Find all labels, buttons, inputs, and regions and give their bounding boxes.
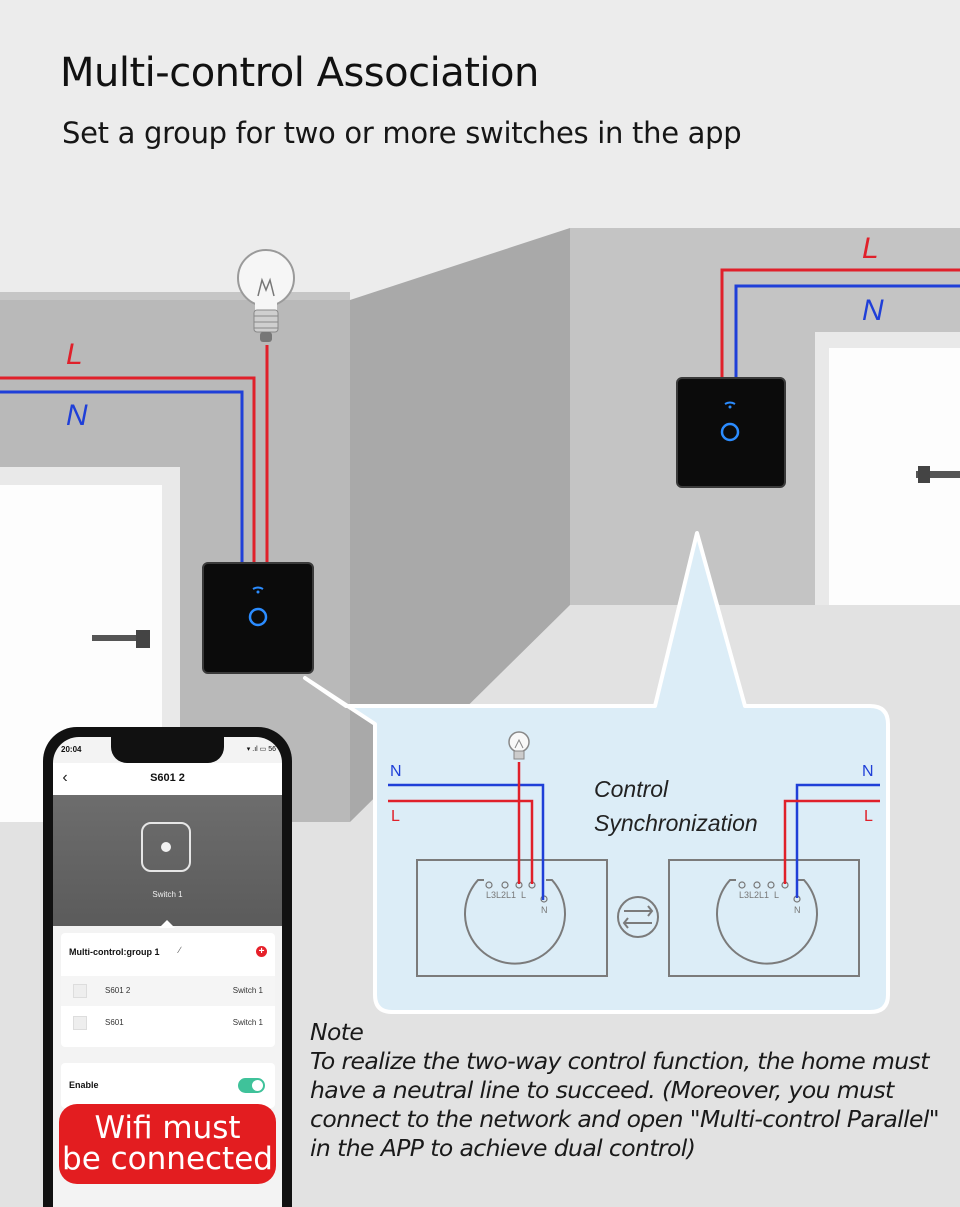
right-terminal-n: N [794,905,801,915]
add-member-button[interactable]: + [256,946,267,957]
right-live-label: L [862,232,879,265]
switch-tile-button[interactable] [141,822,191,872]
device-panel: Switch 1 [53,795,282,926]
member-device-name: S601 [105,1018,124,1027]
status-icons: ▾ .ıl ▭ 56 [246,746,276,753]
enable-card: Enable [61,1063,275,1108]
right-neutral-label: N [862,294,884,327]
sync-callout [303,531,890,1014]
member-switch-name: Switch 1 [232,986,263,995]
left-terminal-labels: L3L2L1 L [486,890,527,900]
phone-notch [111,737,224,763]
right-module-diagram [668,859,860,977]
note-block: Note To realize the two-way control func… [310,1018,950,1163]
right-door [815,332,960,605]
corridor-wall [350,228,570,822]
left-wiring [0,345,269,565]
multi-control-group-card: Multi-control:group 1 ∕ + S601 2 Switch … [61,933,275,1047]
member-device-name: S601 2 [105,986,131,995]
right-wiring [720,268,960,382]
light-bulb [237,249,295,342]
page-subtitle: Set a group for two or more switches in … [62,116,742,150]
group-title[interactable]: Multi-control:group 1 [69,947,160,957]
callout-left-n: N [390,763,402,780]
back-arrow-icon[interactable]: ‹ [62,769,68,786]
selection-pointer [159,920,175,928]
enable-toggle[interactable] [238,1078,265,1093]
callout-wiring-left [388,762,545,900]
enable-label: Enable [69,1080,99,1090]
callout-wiring-right [783,783,880,898]
group-member-row[interactable]: S601 Switch 1 [61,1008,275,1038]
device-thumb-icon [73,984,87,998]
wifi-required-badge: Wifi must be connected [59,1104,276,1184]
callout-right-n: N [862,763,874,780]
left-live-label: L [66,338,83,371]
sync-icon [617,896,659,938]
note-body: To realize the two-way control function,… [310,1047,940,1162]
app-screen: 20:04 ▾ .ıl ▭ 56 ‹ S601 2 Switch 1 Multi… [53,737,282,1207]
app-header: ‹ S601 2 [53,763,282,795]
callout-line1: Control [594,776,669,802]
group-member-row[interactable]: S601 2 Switch 1 [61,976,275,1006]
right-wall-switch [676,377,786,488]
device-label: Switch 1 [152,890,183,899]
small-bulb-icon [508,731,530,760]
status-time: 20:04 [61,745,82,754]
badge-line1: Wifi must [94,1110,241,1146]
page-title: Multi-control Association [60,50,539,96]
left-neutral-label: N [66,399,88,432]
device-thumb-icon [73,1016,87,1030]
right-terminal-labels: L3L2L1 L [739,890,780,900]
member-switch-name: Switch 1 [232,1018,263,1027]
callout-heading: Control Synchronization [594,772,758,840]
toggle-knob [252,1080,263,1091]
left-wall-switch [202,562,314,674]
left-terminal-n: N [541,905,548,915]
edit-pencil-icon[interactable]: ∕ [179,945,181,955]
callout-left-l: L [391,808,400,825]
power-dot-icon [161,842,171,852]
app-title: S601 2 [150,772,185,784]
callout-right-l: L [864,808,873,825]
callout-line2: Synchronization [594,810,758,836]
note-title: Note [310,1018,364,1046]
badge-line2: be connected [62,1141,273,1177]
